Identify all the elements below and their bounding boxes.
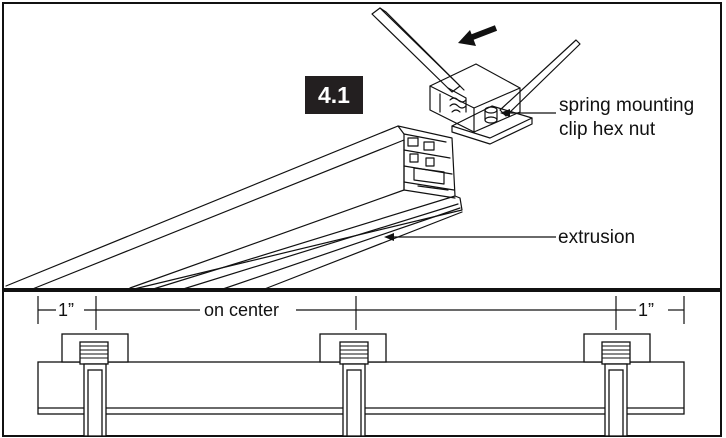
left-offset-label: 1” <box>58 300 74 320</box>
side-view-illustration <box>37 296 685 437</box>
on-center-label: on center <box>204 300 279 320</box>
right-offset-label: 1” <box>638 300 654 320</box>
dimension-lines <box>37 296 685 330</box>
clip-right <box>583 333 651 437</box>
spring-mounting-clip <box>371 7 581 145</box>
extrusion-callout: extrusion <box>558 227 635 248</box>
clip-center <box>319 333 387 437</box>
clip-callout-line1: spring mounting <box>559 95 694 116</box>
clip-callout-line2: clip hex nut <box>559 119 656 140</box>
step-number-badge: 4.1 <box>305 76 363 114</box>
clip-left <box>61 333 129 437</box>
extrusion-leader-arrowhead <box>384 233 394 241</box>
extrusion-body <box>5 125 463 291</box>
insert-direction-arrow <box>458 25 498 46</box>
clip-leader-arrowhead <box>500 109 510 117</box>
